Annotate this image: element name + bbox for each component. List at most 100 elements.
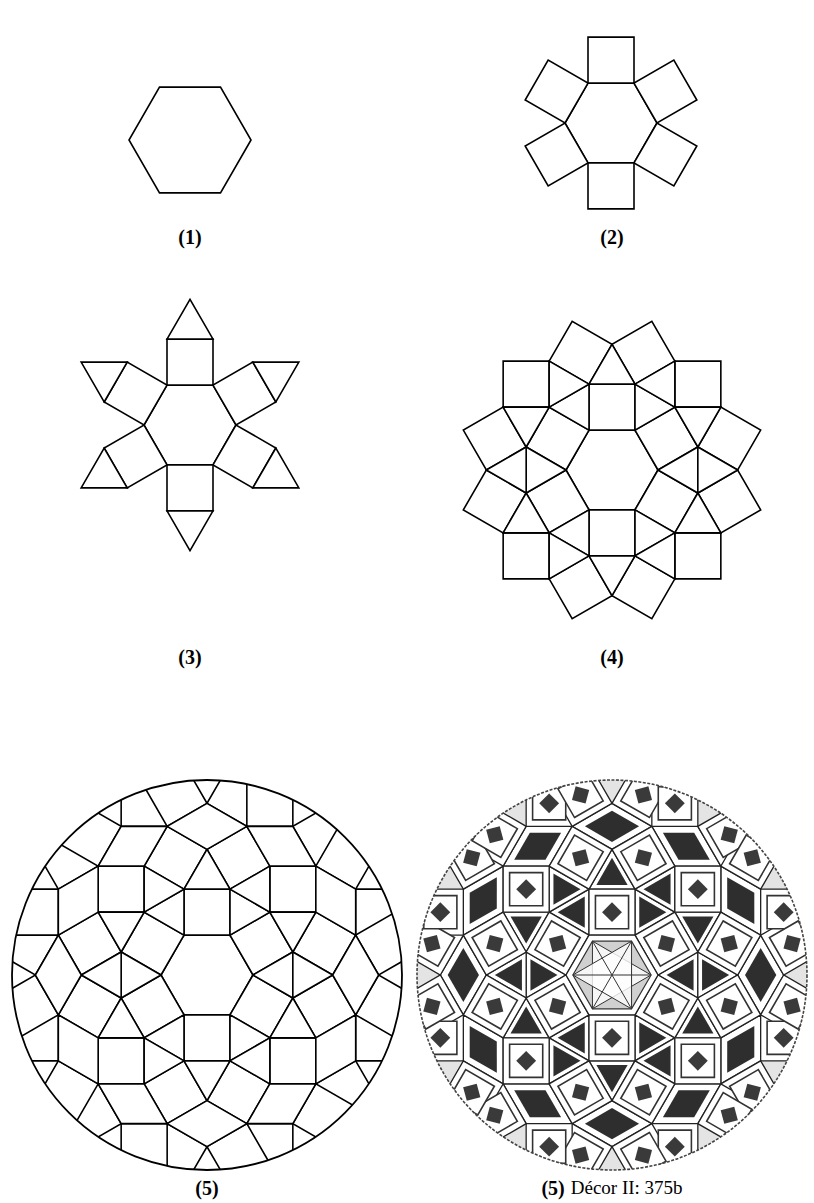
tile-outline <box>634 60 697 123</box>
tile-outline <box>549 533 589 579</box>
decor-square-inner <box>769 921 814 966</box>
tile-outline <box>589 556 635 596</box>
decor-fill <box>514 1090 561 1117</box>
decor-spoke <box>573 975 612 976</box>
decor-square-inner <box>707 984 752 1029</box>
decor-motif <box>665 793 685 813</box>
tile-outline <box>98 1038 144 1084</box>
tile-outline <box>253 448 299 488</box>
decor-square <box>698 975 761 1038</box>
decor-motif <box>744 1084 761 1101</box>
decor-spoke <box>592 941 612 975</box>
decor-square-inner <box>681 873 714 906</box>
tile-outline <box>635 361 675 407</box>
decor-motif <box>721 1107 738 1124</box>
tile-outline <box>121 952 161 998</box>
decor-hexagon <box>566 935 658 1015</box>
tile-outline <box>98 826 167 866</box>
tile-outline <box>549 361 589 407</box>
tile-outline <box>98 998 144 1038</box>
decor-square-inner <box>621 1070 666 1115</box>
tile-outline <box>81 362 127 402</box>
decor-square-inner <box>535 984 580 1029</box>
caption-reference: Décor II: 375b <box>571 1178 683 1199</box>
decor-motif <box>572 1146 589 1163</box>
decor-square <box>589 889 635 935</box>
tile-outline <box>81 448 127 488</box>
tile-outline <box>525 60 588 123</box>
decor-square <box>440 1061 503 1124</box>
decor-square-inner <box>644 921 689 966</box>
tile-outline <box>81 952 121 998</box>
decor-square <box>612 1061 675 1124</box>
decor-square-inner <box>533 1130 566 1163</box>
decor-motif <box>744 849 761 866</box>
decor-fill <box>585 1108 639 1139</box>
decor-square-inner <box>409 984 454 1029</box>
tile-outline <box>270 866 316 912</box>
tiling-figure <box>129 87 251 193</box>
tile-outline <box>167 803 247 849</box>
tile-outline <box>253 362 299 402</box>
tile-outline <box>144 866 184 912</box>
tile-outline <box>634 123 697 186</box>
tile-outline <box>98 1084 167 1124</box>
decor-motif <box>774 902 794 922</box>
decor-square <box>503 1038 549 1084</box>
decor-motif <box>486 1107 503 1124</box>
decor-square-inner <box>535 921 580 966</box>
decor-square-inner <box>510 873 543 906</box>
decor-square <box>549 826 612 889</box>
decor-square <box>675 866 721 912</box>
tile-outline <box>270 912 316 952</box>
decor-motif <box>635 849 652 866</box>
tile-outline <box>675 533 721 579</box>
decor-square-inner <box>621 835 666 880</box>
tile-outline <box>12 889 58 935</box>
decor-fill <box>470 877 497 924</box>
decor-spoke <box>592 975 612 1009</box>
decor-motif <box>774 1028 794 1048</box>
decor-square <box>589 1015 635 1061</box>
tile-outline <box>58 866 98 935</box>
tile-outline <box>675 361 721 407</box>
decor-fill <box>470 1026 497 1073</box>
circle-border <box>12 780 402 1170</box>
decor-motif <box>516 879 536 899</box>
decor-motif <box>463 849 480 866</box>
tile-outline <box>144 1038 184 1084</box>
figure-number: (2) <box>600 226 623 248</box>
tile-outline <box>129 87 251 193</box>
tile-outline <box>698 447 738 493</box>
decor-fill <box>727 877 754 924</box>
tile-outline <box>503 407 549 447</box>
tile-outline <box>316 866 356 935</box>
tile-outline <box>293 952 333 998</box>
decor-ground <box>417 780 807 1170</box>
decor-fill <box>514 833 561 860</box>
tile-outline <box>333 935 379 1015</box>
decor-figure <box>400 763 814 1186</box>
tile-outline <box>253 952 293 998</box>
decor-motif <box>721 998 738 1015</box>
decor-square <box>463 803 526 866</box>
decor-square-inner <box>472 921 517 966</box>
tile-outline <box>525 123 588 186</box>
tile-outline <box>167 339 213 385</box>
circle-border <box>417 780 807 1170</box>
decor-motif <box>721 935 738 952</box>
decor-motif <box>635 786 652 803</box>
decor-motif <box>516 1051 536 1071</box>
decor-square-inner <box>621 1132 666 1177</box>
tile-outline <box>98 866 144 912</box>
decor-square <box>612 826 675 889</box>
tiling-figure <box>525 37 697 209</box>
tile-outline <box>270 1038 316 1084</box>
decor-square-inner <box>510 1044 543 1077</box>
tile-outline <box>316 1015 356 1084</box>
tile-outline <box>503 493 549 533</box>
tile-outline <box>184 889 230 935</box>
tile-outline <box>167 299 213 339</box>
decor-square-inner <box>595 1021 628 1054</box>
